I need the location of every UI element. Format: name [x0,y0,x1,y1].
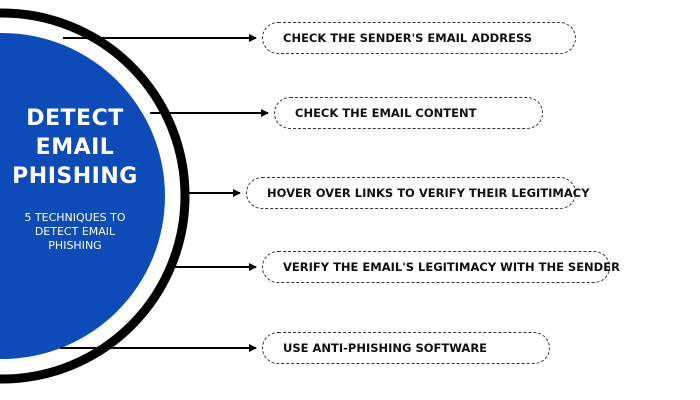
technique-label-4: VERIFY THE EMAIL'S LEGITIMACY WITH THE S… [283,260,620,274]
technique-label-2: CHECK THE EMAIL CONTENT [295,106,477,120]
technique-label-3: HOVER OVER LINKS TO VERIFY THEIR LEGITIM… [267,186,590,200]
technique-box-4: VERIFY THE EMAIL'S LEGITIMACY WITH THE S… [262,251,620,283]
technique-label-5: USE ANTI-PHISHING SOFTWARE [283,341,488,355]
technique-box-2: CHECK THE EMAIL CONTENT [274,97,543,129]
diagram-title: DETECT EMAIL PHISHING [12,106,138,189]
technique-label-1: CHECK THE SENDER'S EMAIL ADDRESS [283,31,532,45]
technique-box-5: USE ANTI-PHISHING SOFTWARE [262,332,550,364]
technique-box-3: HOVER OVER LINKS TO VERIFY THEIR LEGITIM… [246,177,590,209]
diagram-subtitle: 5 TECHNIQUES TO DETECT EMAIL PHISHING [24,211,126,252]
center-circle [0,33,165,359]
technique-box-1: CHECK THE SENDER'S EMAIL ADDRESS [262,22,576,54]
